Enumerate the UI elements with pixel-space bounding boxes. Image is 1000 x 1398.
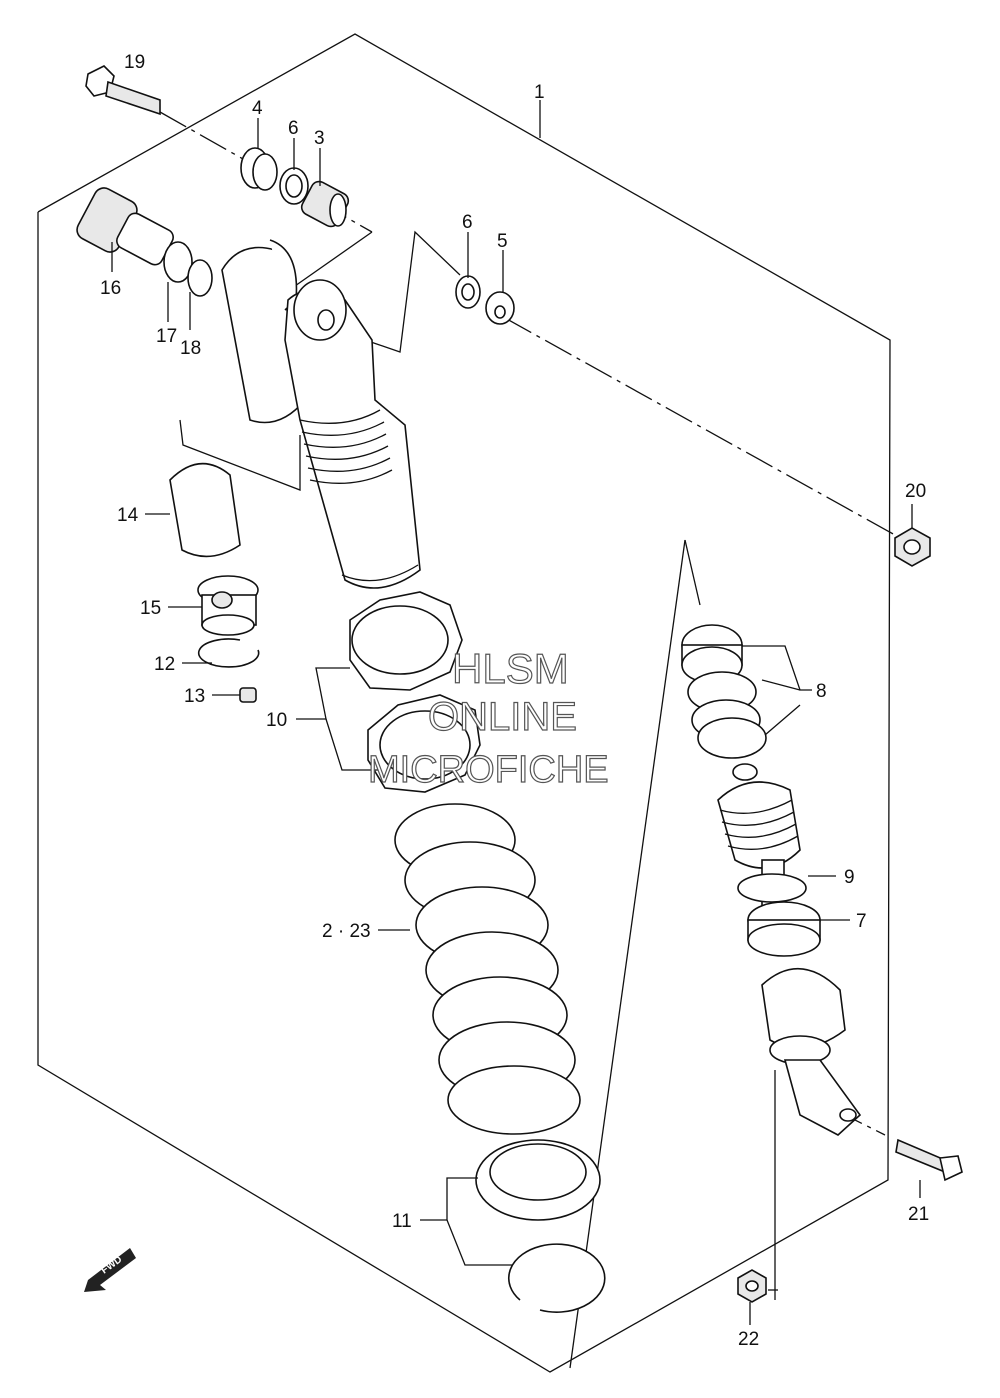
o-ring-17 [163, 241, 193, 283]
bolt-21 [895, 1138, 963, 1182]
callout-1: 1 [534, 82, 545, 103]
callout-3: 3 [314, 128, 325, 149]
valve-13 [239, 687, 257, 703]
callout-13: 13 [184, 686, 205, 707]
callout-17: 17 [156, 326, 177, 347]
bump-stop-8 [681, 624, 767, 759]
callout-20: 20 [905, 481, 926, 502]
watermark: HLSM ONLINE MICROFICHE [367, 644, 609, 791]
bearing-3 [300, 180, 350, 228]
callout-16: 16 [100, 278, 121, 299]
callout-labels: 1 19 4 6 3 6 5 16 17 18 20 14 15 12 13 1… [100, 52, 929, 1350]
nut-20 [894, 527, 931, 567]
spring-seat-11 [475, 1139, 601, 1221]
damper-rod-assembly [717, 763, 862, 1136]
lock-nut-10b [367, 694, 481, 793]
callout-leaders [111, 100, 921, 1325]
callout-12: 12 [154, 654, 175, 675]
adjuster-valve-16 [76, 187, 174, 266]
lock-nut-10a [349, 591, 463, 691]
reservoir-cap-15 [197, 575, 259, 636]
shock-body [284, 279, 421, 589]
forward-arrow: FWD [84, 1248, 136, 1292]
bolt-19 [85, 65, 161, 116]
seal-6-upper [279, 167, 309, 205]
callout-6-right: 6 [462, 212, 473, 233]
callout-9: 9 [844, 867, 855, 888]
callout-4: 4 [252, 98, 263, 119]
callout-8: 8 [816, 681, 827, 702]
callout-15: 15 [140, 598, 161, 619]
callout-14: 14 [117, 505, 139, 526]
circlip-12 [197, 638, 260, 668]
nut-22 [737, 1269, 767, 1303]
seal-6-right [455, 275, 481, 309]
callout-10: 10 [266, 710, 287, 731]
collar-5 [485, 291, 515, 325]
callout-11: 11 [392, 1211, 412, 1232]
bushing-4 [240, 147, 278, 191]
assembly-frame [37, 33, 891, 1373]
callout-18: 18 [180, 338, 201, 359]
watermark-line3: MICROFICHE [368, 749, 609, 791]
callout-6-upper: 6 [288, 118, 299, 139]
callout-2-23: 2 · 23 [322, 921, 371, 942]
watermark-line1: HLSM [452, 645, 569, 692]
watermark-line2: ONLINE [428, 695, 577, 739]
callout-22: 22 [738, 1329, 759, 1350]
callout-7: 7 [856, 911, 867, 932]
spring-2-23 [394, 803, 581, 1135]
spring-clip-11 [507, 1243, 606, 1313]
bladder-cap-14 [169, 462, 241, 558]
o-ring-18 [187, 259, 213, 297]
callout-5: 5 [497, 231, 508, 252]
callout-21: 21 [908, 1204, 929, 1225]
callout-19: 19 [124, 52, 145, 73]
